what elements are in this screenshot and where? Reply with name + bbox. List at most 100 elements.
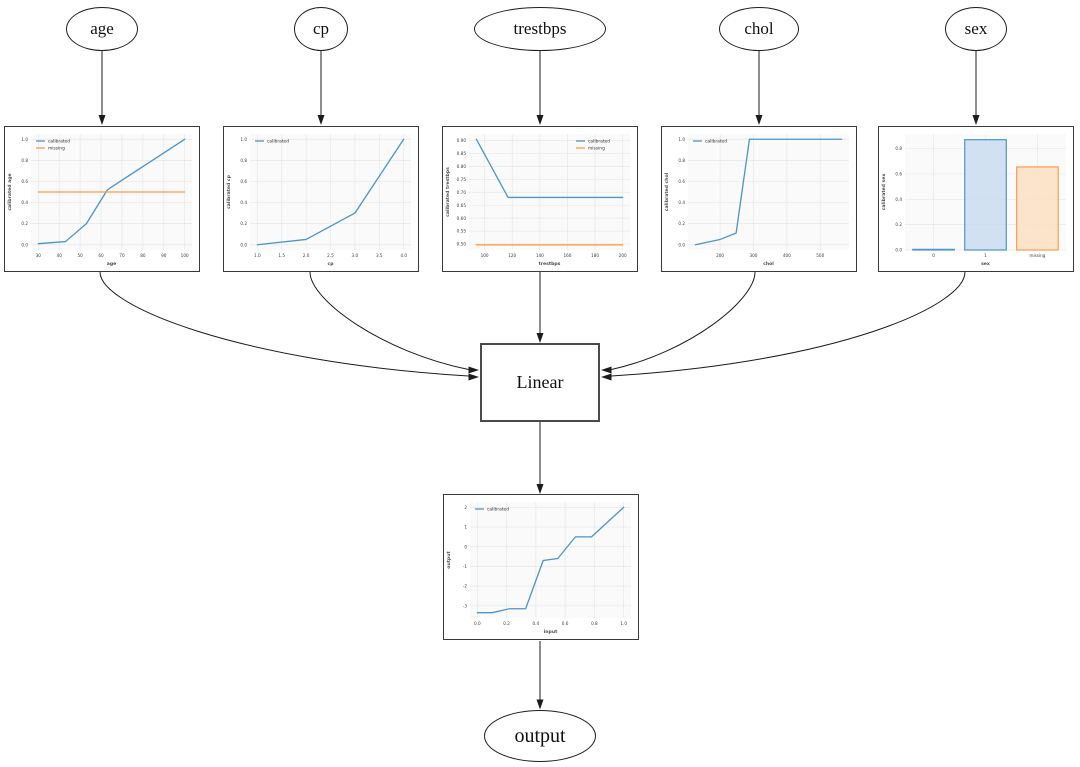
svg-text:0.6: 0.6	[240, 179, 247, 184]
svg-text:0.2: 0.2	[503, 621, 510, 626]
svg-text:calibrated sex: calibrated sex	[881, 174, 887, 211]
svg-text:70: 70	[119, 253, 125, 258]
svg-text:sex: sex	[981, 262, 990, 267]
svg-text:0.55: 0.55	[457, 229, 467, 234]
arrowhead	[601, 366, 612, 374]
arrowhead	[601, 373, 612, 381]
svg-text:input: input	[544, 629, 558, 635]
svg-text:0.0: 0.0	[895, 248, 902, 253]
svg-text:0.2: 0.2	[895, 222, 902, 227]
node-label: output	[514, 724, 566, 747]
arrowhead	[536, 484, 544, 494]
node-label: age	[90, 19, 114, 38]
svg-text:200: 200	[716, 253, 724, 258]
svg-text:calibrated: calibrated	[588, 139, 610, 145]
input-node-trestbps: trestbps	[474, 7, 606, 51]
input-node-cp: cp	[294, 7, 348, 51]
svg-text:calibrated: calibrated	[487, 507, 509, 513]
input-node-chol: chol	[719, 7, 799, 51]
svg-text:calibrated chol: calibrated chol	[664, 172, 670, 211]
svg-text:0.50: 0.50	[457, 242, 467, 247]
arrowhead	[317, 115, 325, 125]
arrowhead	[468, 373, 479, 381]
svg-text:0.4: 0.4	[240, 200, 247, 205]
svg-text:120: 120	[508, 253, 516, 258]
svg-text:0: 0	[932, 253, 935, 258]
svg-text:calibrated age: calibrated age	[7, 173, 13, 210]
svg-text:0.6: 0.6	[895, 172, 902, 177]
svg-text:200: 200	[619, 253, 627, 258]
svg-text:400: 400	[783, 253, 791, 258]
svg-text:-1: -1	[463, 564, 468, 569]
edge-sex-calibrator-to-linear	[611, 271, 966, 377]
svg-text:0.60: 0.60	[457, 216, 467, 221]
svg-text:0.6: 0.6	[678, 179, 685, 184]
svg-text:0.4: 0.4	[895, 197, 902, 202]
svg-text:2: 2	[464, 505, 467, 510]
edge-chol-calibrator-to-linear	[611, 271, 756, 370]
svg-text:0.8: 0.8	[240, 158, 247, 163]
svg-text:0.75: 0.75	[457, 177, 467, 182]
arrowhead	[536, 115, 544, 125]
svg-text:40: 40	[57, 253, 63, 258]
svg-text:0.0: 0.0	[240, 242, 247, 247]
svg-text:4.0: 4.0	[400, 253, 407, 258]
svg-text:50: 50	[77, 253, 83, 258]
input-node-age: age	[66, 7, 138, 51]
svg-text:missing: missing	[48, 146, 65, 152]
svg-text:100: 100	[481, 253, 489, 258]
node-label: trestbps	[513, 19, 567, 38]
svg-text:1.5: 1.5	[278, 253, 285, 258]
svg-text:1.0: 1.0	[678, 137, 685, 142]
svg-text:0.0: 0.0	[678, 242, 685, 247]
svg-text:missing: missing	[588, 146, 605, 152]
svg-text:0.6: 0.6	[21, 179, 28, 184]
arrowhead	[755, 115, 763, 125]
svg-text:1: 1	[984, 253, 987, 258]
svg-text:160: 160	[563, 253, 571, 258]
svg-text:calibrated trestbps: calibrated trestbps	[445, 167, 451, 217]
svg-text:0.8: 0.8	[591, 621, 598, 626]
svg-text:0.4: 0.4	[533, 621, 540, 626]
linear-node: Linear	[480, 343, 600, 422]
output-node: output	[484, 710, 596, 762]
arrowhead	[972, 115, 980, 125]
svg-text:output: output	[446, 551, 452, 569]
svg-text:calibrated: calibrated	[48, 139, 70, 145]
svg-text:80: 80	[140, 253, 146, 258]
node-label: cp	[312, 19, 330, 38]
svg-text:2.5: 2.5	[327, 253, 334, 258]
edge-cp-calibrator-to-linear	[309, 271, 469, 370]
svg-text:0.2: 0.2	[678, 221, 685, 226]
svg-text:calibrated: calibrated	[267, 139, 289, 145]
svg-text:3.5: 3.5	[376, 253, 383, 258]
svg-text:300: 300	[749, 253, 757, 258]
svg-text:0.8: 0.8	[21, 158, 28, 163]
svg-text:90: 90	[161, 253, 167, 258]
svg-text:age: age	[107, 262, 117, 267]
svg-text:1.0: 1.0	[21, 137, 28, 142]
svg-text:0.4: 0.4	[21, 200, 28, 205]
svg-text:0.80: 0.80	[457, 164, 467, 169]
arrowhead	[536, 333, 544, 343]
svg-text:cp: cp	[327, 262, 334, 267]
svg-text:0.8: 0.8	[895, 146, 902, 151]
svg-text:3.0: 3.0	[352, 253, 359, 258]
svg-text:0.4: 0.4	[678, 200, 685, 205]
arrowhead	[98, 115, 106, 125]
svg-text:0.85: 0.85	[457, 151, 467, 156]
svg-text:2.0: 2.0	[303, 253, 310, 258]
svg-text:30: 30	[36, 253, 42, 258]
svg-text:0.8: 0.8	[678, 158, 685, 163]
svg-text:trestbps: trestbps	[539, 261, 561, 267]
svg-text:140: 140	[536, 253, 544, 258]
input-node-sex: sex	[945, 7, 1007, 51]
svg-text:0.6: 0.6	[562, 621, 569, 626]
svg-text:0.65: 0.65	[457, 203, 467, 208]
svg-text:60: 60	[98, 253, 104, 258]
